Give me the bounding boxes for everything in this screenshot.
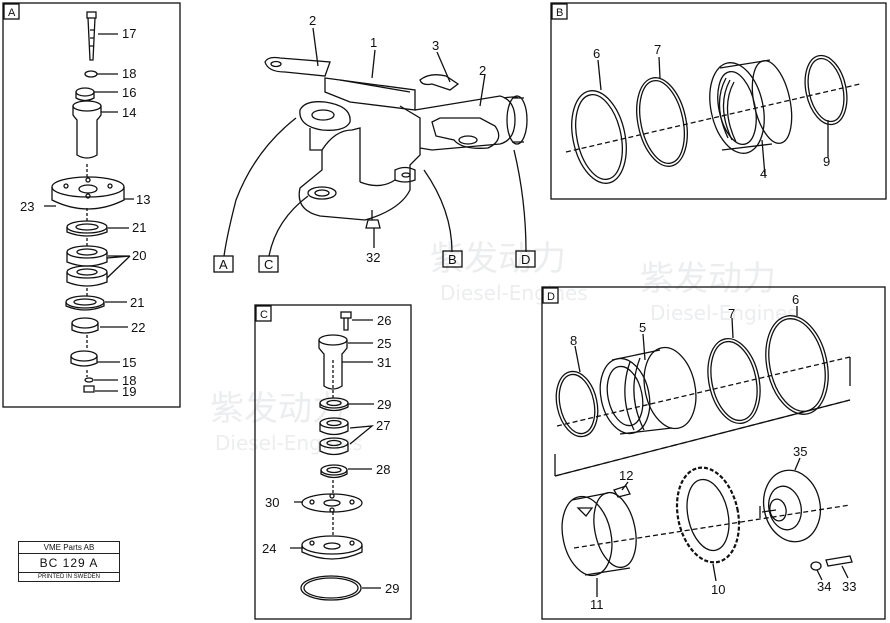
label-10: 10 <box>711 582 725 597</box>
panel-a-tag: A <box>8 7 16 19</box>
label-8: 8 <box>570 333 577 348</box>
label-3: 3 <box>432 38 439 53</box>
label-32: 32 <box>366 250 380 265</box>
label-18: 18 <box>122 66 136 81</box>
label-12: 12 <box>619 468 633 483</box>
watermark-en: Diesel-Engines <box>440 281 588 305</box>
label-30: 30 <box>265 495 279 510</box>
watermark: 紫发动力 Diesel-Engines 紫发动力 Diesel-Engines … <box>210 239 798 455</box>
label-16: 16 <box>122 85 136 100</box>
parts-stamp: VME Parts AB BC 129 A PRINTED IN SWEDEN <box>18 541 120 582</box>
label-25: 25 <box>377 336 391 351</box>
label-33: 33 <box>842 579 856 594</box>
stamp-printed: PRINTED IN SWEDEN <box>37 574 100 580</box>
label-26: 26 <box>377 313 391 328</box>
watermark-cn: 紫发动力 <box>430 239 566 279</box>
watermark-en-2: Diesel-Engines <box>215 431 363 455</box>
panel-b: B 6 7 4 9 <box>550 2 887 200</box>
label-2b: 2 <box>479 63 486 78</box>
label-6d: 6 <box>792 292 799 307</box>
main-assembly: A C B D 2 1 3 2 32 <box>213 13 536 273</box>
label-29b: 29 <box>385 581 399 596</box>
label-13: 13 <box>136 192 150 207</box>
label-29: 29 <box>377 397 391 412</box>
label-34: 34 <box>817 579 831 594</box>
callout-a: A <box>219 257 228 272</box>
label-5: 5 <box>639 320 646 335</box>
label-9: 9 <box>823 154 830 169</box>
label-24: 24 <box>262 541 276 556</box>
label-15: 15 <box>122 355 136 370</box>
watermark-en-3: Diesel-Engines <box>650 301 798 325</box>
label-11: 11 <box>590 597 604 612</box>
label-35: 35 <box>793 444 807 459</box>
label-1: 1 <box>370 35 377 50</box>
label-21b: 21 <box>130 295 144 310</box>
panel-a: A 17 <box>2 2 181 408</box>
label-17: 17 <box>122 26 136 41</box>
stamp-company: VME Parts AB <box>19 542 119 554</box>
label-19: 19 <box>122 384 136 399</box>
label-18b: 18 <box>122 373 136 388</box>
label-23: 23 <box>20 199 34 214</box>
label-27: 27 <box>376 418 390 433</box>
panel-b-tag: B <box>556 7 563 19</box>
label-28: 28 <box>376 462 390 477</box>
panel-d-tag: D <box>547 291 555 303</box>
watermark-cn-3: 紫发动力 <box>640 259 776 299</box>
panel-c-tag: C <box>260 309 268 321</box>
label-7d: 7 <box>728 306 735 321</box>
label-31: 31 <box>377 355 391 370</box>
callout-d: D <box>521 252 530 267</box>
label-6: 6 <box>593 46 600 61</box>
label-2: 2 <box>309 13 316 28</box>
label-4: 4 <box>760 166 767 181</box>
label-20: 20 <box>132 248 146 263</box>
panel-c: C 26 25 31 29 <box>254 304 412 620</box>
callout-c: C <box>264 257 273 272</box>
label-22: 22 <box>131 320 145 335</box>
callout-b: B <box>448 252 457 267</box>
label-14: 14 <box>122 105 136 120</box>
stamp-code: BC 129 A <box>19 554 119 573</box>
label-7: 7 <box>654 42 661 57</box>
label-21: 21 <box>132 220 146 235</box>
panel-d: D <box>541 286 886 620</box>
